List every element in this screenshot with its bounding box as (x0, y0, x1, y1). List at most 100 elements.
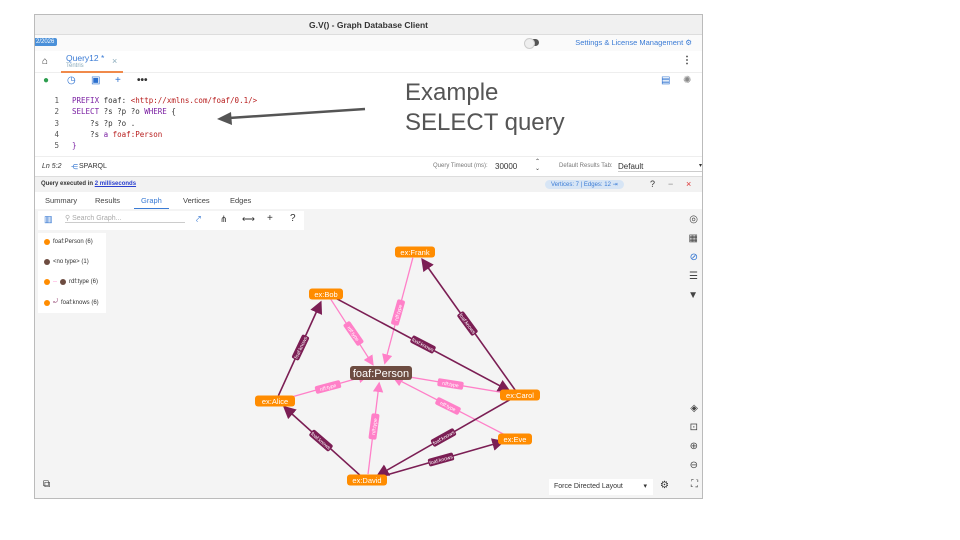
node-label: ex:Frank (400, 248, 429, 257)
graph-node[interactable] (309, 288, 343, 300)
tab-title: Query12 * (66, 53, 105, 63)
tab-results[interactable]: Results (95, 196, 121, 205)
close-results-icon[interactable]: × (686, 179, 692, 189)
tab-graph[interactable]: Graph (134, 196, 169, 210)
legend-label: foaf:knows (6) (61, 299, 99, 306)
edge-label: foaf:knows (427, 452, 455, 467)
layout-value: Force Directed Layout (554, 483, 623, 490)
graph-node[interactable] (255, 395, 295, 407)
history-icon[interactable]: ◷ (67, 75, 76, 86)
layout-select[interactable]: Force Directed Layout▾ (549, 479, 653, 495)
line-number: 1 (54, 96, 59, 105)
graph-node[interactable] (347, 474, 387, 486)
comment-icon[interactable]: ▤ (661, 75, 671, 86)
code-token: PREFIX (72, 96, 100, 105)
help-graph-icon[interactable]: ? (290, 213, 296, 224)
close-tab-icon[interactable]: × (112, 56, 118, 66)
sliders-icon[interactable]: ☰ (689, 271, 698, 282)
execution-prefix: Query executed in (41, 181, 95, 187)
graph-node[interactable] (395, 246, 435, 258)
node-label: ex:Carol (506, 391, 534, 400)
code-token: foaf:Person (108, 129, 163, 139)
graph-node[interactable] (350, 366, 412, 380)
tab-vertices[interactable]: Vertices (183, 196, 210, 205)
help-icon[interactable]: ? (650, 179, 656, 189)
more-vert-icon[interactable]: ⋮ (682, 55, 692, 66)
zoom-in-icon[interactable]: ⊕ (689, 441, 698, 452)
code-line: PREFIX foaf: <http://xmlns.com/foaf/0.1/… (72, 95, 257, 106)
code-token: SELECT (72, 107, 100, 117)
palette-icon[interactable]: ✺ (683, 75, 692, 86)
edge-label: rdf:type (343, 321, 364, 346)
fit-screen-icon[interactable]: ⊡ (689, 422, 698, 433)
path-icon[interactable]: ⤤ (196, 214, 202, 224)
edge-label-bg (427, 452, 455, 467)
graph-legend: foaf:Person (6) <no type> (1) --rdf:type… (38, 233, 106, 313)
results-tab-select[interactable]: Default▾ (618, 162, 702, 172)
self-loop-icon: ⤾ (53, 299, 58, 305)
tab-edges[interactable]: Edges (230, 196, 252, 205)
edge-label: foaf:knows (309, 429, 333, 452)
results-tab-value: Default (618, 162, 644, 171)
tab-summary[interactable]: Summary (45, 196, 78, 205)
edge-label-bg (391, 299, 405, 326)
tab-subtitle: Tentris (66, 63, 84, 69)
expand-horizontal-icon[interactable]: ⟷ (242, 214, 255, 224)
edge-label: foaf:knows (410, 335, 436, 354)
search-graph-input[interactable]: ⚲ Search Graph... (65, 214, 185, 223)
app-window: G.V() - Graph Database Client 2/2026 Set… (34, 14, 703, 499)
graph-node[interactable] (498, 433, 532, 445)
minimize-icon[interactable]: − (668, 179, 674, 189)
line-number: 4 (54, 129, 59, 139)
theme-toggle[interactable] (524, 38, 539, 49)
settings-link[interactable]: Settings & License Management ⚙ (575, 38, 692, 47)
center-icon[interactable]: ◎ (689, 214, 698, 225)
home-icon[interactable]: ⌂ (42, 56, 49, 67)
edge-label: rdf:type (391, 299, 405, 326)
edge-label-bg (314, 380, 342, 394)
save-icon[interactable]: ▣ (91, 75, 101, 86)
legend-item[interactable]: foaf:Person (6) (44, 239, 93, 245)
code-line: ?s a foaf:Person (72, 129, 162, 140)
timeout-input[interactable]: 30000 (495, 162, 518, 171)
code-token: foaf: (99, 96, 131, 105)
edge-label-text: foaf:knows (411, 337, 435, 354)
timeout-stepper[interactable]: ⌃⌄ (535, 159, 541, 172)
legend-item[interactable]: <no type> (1) (44, 259, 89, 265)
edge-label-bg (410, 335, 436, 354)
export-icon[interactable]: ⇥ (612, 182, 618, 188)
fullscreen-icon[interactable]: ⛶ (691, 479, 698, 490)
legend-item[interactable]: ⤾foaf:knows (6) (44, 299, 99, 306)
execution-time-link[interactable]: 2 milliseconds (94, 181, 137, 187)
table-icon[interactable]: ▦ (688, 233, 698, 244)
execution-status: Query executed in 2 milliseconds (41, 181, 136, 187)
code-line: SELECT ?s ?p ?o WHERE { (72, 106, 176, 117)
code-token: WHERE (144, 107, 167, 117)
run-icon[interactable]: ● (43, 75, 50, 86)
graph-node[interactable] (500, 389, 540, 401)
node-label: ex:Alice (262, 397, 288, 406)
edge-label-text: foaf:knows (309, 431, 331, 451)
code-token: } (72, 141, 77, 151)
style-icon[interactable]: ⊘ (689, 252, 698, 263)
add-icon[interactable]: + (115, 75, 121, 86)
map-icon[interactable]: ▥ (44, 214, 53, 224)
filter-icon[interactable]: ▼ (688, 290, 698, 301)
copy-icon[interactable]: ⧉ (43, 479, 51, 490)
settings-label: Settings & License Management (575, 38, 684, 47)
add-node-icon[interactable]: + (267, 213, 273, 224)
edge-label-bg (435, 397, 461, 415)
layout-settings-icon[interactable]: ⚙ (660, 480, 669, 491)
tab-query12[interactable]: Query12 * Tentris × (61, 53, 123, 73)
more-horiz-icon[interactable]: ••• (137, 75, 148, 86)
legend-item[interactable]: --rdf:type (6) (44, 279, 98, 285)
tree-icon[interactable]: ⋔ (220, 214, 228, 224)
code-editor[interactable]: 1 PREFIX foaf: <http://xmlns.com/foaf/0.1… (35, 95, 702, 155)
layers-icon[interactable]: ◈ (690, 403, 698, 414)
code-token: ?s ?p ?o (99, 107, 145, 117)
language-label: SPARQL (79, 163, 107, 170)
zoom-out-icon[interactable]: ⊖ (689, 460, 698, 471)
line-number: 5 (54, 141, 59, 151)
